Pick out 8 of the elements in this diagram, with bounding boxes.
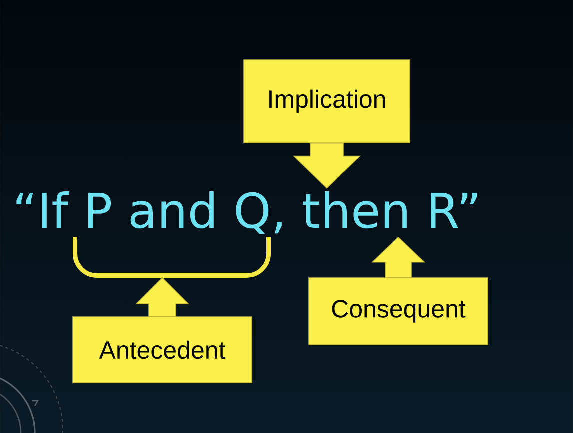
block-arrow — [293, 143, 361, 189]
bracket — [73, 237, 271, 278]
callout-box: Implication — [244, 60, 410, 144]
block-arrow — [372, 236, 426, 278]
callout-box: Antecedent — [72, 316, 252, 384]
callout-box: Consequent — [308, 278, 488, 346]
block-arrow — [136, 277, 190, 317]
quote-text: “If P and Q, then R” — [16, 192, 478, 234]
